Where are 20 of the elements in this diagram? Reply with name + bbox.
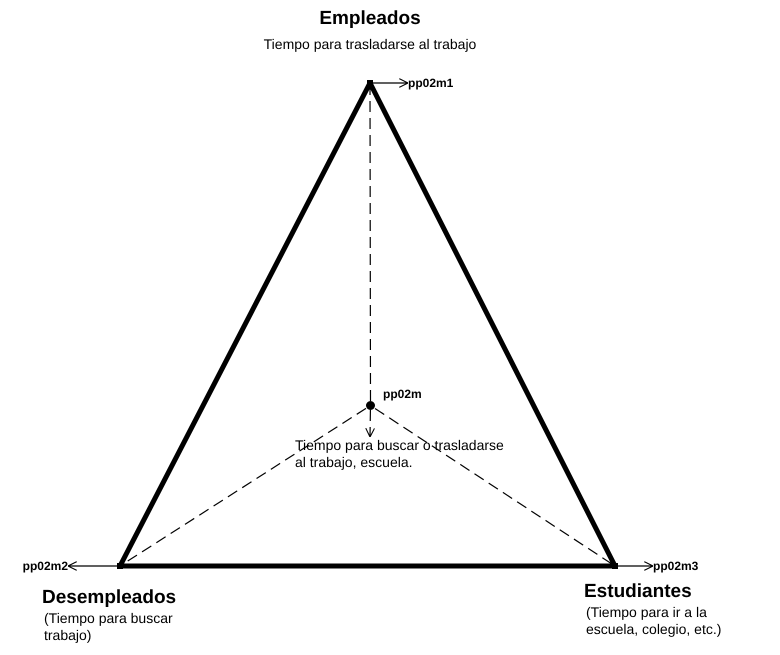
triangle-side bbox=[369, 84, 616, 566]
category-title: Empleados bbox=[318, 8, 422, 30]
arrow bbox=[67, 560, 117, 572]
triangle-side bbox=[119, 84, 371, 566]
dashed-line bbox=[369, 86, 372, 401]
variable-label: pp02m bbox=[383, 387, 423, 401]
variable-label: pp02m1 bbox=[408, 76, 464, 90]
category-description: (Tiempo para ir a la escuela, colegio, etc.) bbox=[586, 604, 722, 638]
dashed-line bbox=[374, 408, 612, 565]
variable-label: pp02m2 bbox=[12, 559, 68, 573]
arrow bbox=[373, 78, 409, 88]
dashed-arrow bbox=[365, 410, 376, 438]
category-description: (Tiempo para buscar trabajo) bbox=[44, 610, 174, 644]
variable-label: pp02m3 bbox=[653, 559, 709, 573]
note-text: Tiempo para buscar o trasladarse al trabajo, escuela. bbox=[295, 437, 515, 471]
category-title: Estudiantes bbox=[584, 581, 693, 603]
category-description: Tiempo para trasladarse al trabajo bbox=[262, 36, 478, 53]
category-title: Desempleados bbox=[42, 587, 178, 609]
arrow bbox=[618, 560, 654, 572]
triangle-side bbox=[120, 564, 614, 568]
